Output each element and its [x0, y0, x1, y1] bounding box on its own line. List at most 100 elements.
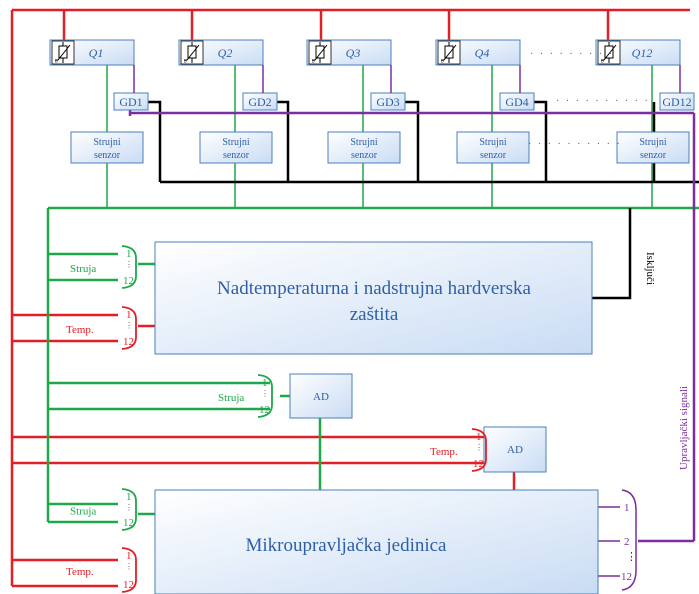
- temperature-bus: 1⋮ 12 Temp.: [66, 547, 137, 593]
- bus-ellipsis: ⋮: [125, 562, 133, 571]
- adc-temperature-block: [483, 426, 547, 473]
- microcontroller-label: Mikroupravljačka jedinica: [245, 535, 447, 556]
- sensor-taps: [106, 65, 653, 208]
- svg-text:ϑ: ϑ: [184, 60, 187, 65]
- current-bus: 1⋮ 12 Struja: [70, 488, 137, 531]
- output-port-ellipsis: ⋮: [626, 551, 637, 563]
- temperature-bus: 1⋮ 12 Temp.: [430, 428, 487, 472]
- bus-label: Temp.: [66, 566, 94, 578]
- gate-driver-box: [499, 92, 535, 111]
- current-bus: 1⋮ 12 Struja: [218, 374, 273, 418]
- current-sensor-label-1: Strujni: [350, 137, 377, 148]
- gate-driver-box: [659, 92, 695, 111]
- gate-driver-label: GD12: [662, 95, 691, 109]
- module-label: Q3: [346, 46, 361, 60]
- bus-ellipsis: ⋮: [125, 503, 133, 512]
- bus-ellipsis: ⋮: [261, 389, 269, 398]
- current-sensor-label-1: Strujni: [222, 137, 249, 148]
- gate-driver-label: GD1: [119, 95, 142, 109]
- output-port-2: 2: [624, 536, 630, 548]
- ellipsis-dots: · · · · · · · · · ·: [556, 96, 650, 107]
- current-sensor-label-1: Strujni: [639, 137, 666, 148]
- current-sensor-box: [199, 131, 273, 164]
- bus-index-top: 1: [126, 491, 132, 503]
- protection-block: [154, 241, 593, 355]
- gate-driver-box: [370, 92, 406, 111]
- current-sensor-box: [70, 131, 144, 164]
- module-label: Q2: [218, 46, 233, 60]
- thermistor-icon: ϑ: [180, 40, 204, 65]
- bus-index-top: 1: [126, 248, 132, 260]
- control-output-lines: [598, 489, 637, 591]
- bus-ellipsis: ⋮: [125, 260, 133, 269]
- bus-index-top: 1: [262, 377, 268, 389]
- current-sensor-label-2: senzor: [640, 150, 667, 161]
- current-sensor-label-2: senzor: [351, 150, 378, 161]
- current-sensor-box: [327, 131, 401, 164]
- current-sensor-label-2: senzor: [480, 150, 507, 161]
- bus-index-top: 1: [476, 431, 482, 443]
- control-signal-wiring: [128, 110, 696, 543]
- bus-index-top: 1: [126, 550, 132, 562]
- svg-text:ϑ: ϑ: [441, 60, 444, 65]
- adc-current-label: AD: [313, 391, 329, 403]
- protection-block-line2: zaštita: [350, 304, 399, 325]
- bus-index-bottom: 12: [123, 517, 134, 529]
- bus-label: Struja: [218, 392, 244, 404]
- current-wiring: [46, 206, 699, 524]
- shutdown-label: Isključi: [644, 252, 656, 285]
- current-sensor-label-2: senzor: [223, 150, 250, 161]
- shutdown-wiring: [146, 100, 699, 300]
- bus-index-bottom: 12: [259, 404, 270, 416]
- output-port-12: 12: [621, 571, 632, 583]
- current-bus: 1⋮ 12 Struja: [70, 245, 137, 289]
- temperature-wiring: [10, 8, 690, 588]
- gate-driver-box: [242, 92, 278, 111]
- gate-driver-label: GD2: [248, 95, 271, 109]
- bus-label: Temp.: [66, 324, 94, 336]
- svg-text:ϑ: ϑ: [601, 60, 604, 65]
- current-sensor-label-1: Strujni: [93, 137, 120, 148]
- bus-index-bottom: 12: [123, 579, 134, 591]
- protection-block-line1: Nadtemperaturna i nadstrujna hardverska: [217, 278, 531, 299]
- thermistor-icon: ϑ: [308, 40, 332, 65]
- ellipsis-dots: · · · · · · · · · ·: [528, 139, 622, 150]
- bus-ellipsis: ⋮: [475, 443, 483, 452]
- bus-label: Struja: [70, 506, 96, 518]
- bus-index-top: 1: [126, 309, 132, 321]
- ellipsis-dots: · · · · · · · · · ·: [530, 49, 624, 60]
- bus-index-bottom: 12: [123, 275, 134, 287]
- microcontroller-block: [154, 489, 599, 594]
- module-label: Q1: [89, 46, 104, 60]
- thermistor-icon: ϑ: [51, 40, 75, 65]
- gate-driver-label: GD4: [505, 95, 528, 109]
- current-sensor-label-2: senzor: [94, 150, 121, 161]
- adc-current-block: [289, 373, 353, 419]
- bus-label: Struja: [70, 263, 96, 275]
- output-port-1: 1: [624, 502, 630, 514]
- current-sensor-box: [616, 131, 690, 164]
- bus-index-bottom: 12: [123, 336, 134, 348]
- current-sensor-label-1: Strujni: [479, 137, 506, 148]
- thermistor-icon: ϑ: [597, 40, 621, 65]
- adc-temperature-label: AD: [507, 444, 523, 456]
- gate-driver-label: GD3: [376, 95, 399, 109]
- svg-text:ϑ: ϑ: [312, 60, 315, 65]
- current-sensor-box: [456, 131, 530, 164]
- thermistor-icon: ϑ: [437, 40, 461, 65]
- bus-label: Temp.: [430, 446, 458, 458]
- module-label: Q4: [475, 46, 490, 60]
- signal-buses: 1⋮12Struja1⋮12Temp.1⋮12Struja1⋮12Temp.1⋮…: [66, 245, 487, 593]
- gate-driver-box: [113, 92, 149, 111]
- bus-index-bottom: 12: [473, 458, 484, 470]
- control-signals-label: Upravljački signali: [678, 386, 690, 470]
- module-label: Q12: [632, 46, 653, 60]
- svg-text:ϑ: ϑ: [55, 60, 58, 65]
